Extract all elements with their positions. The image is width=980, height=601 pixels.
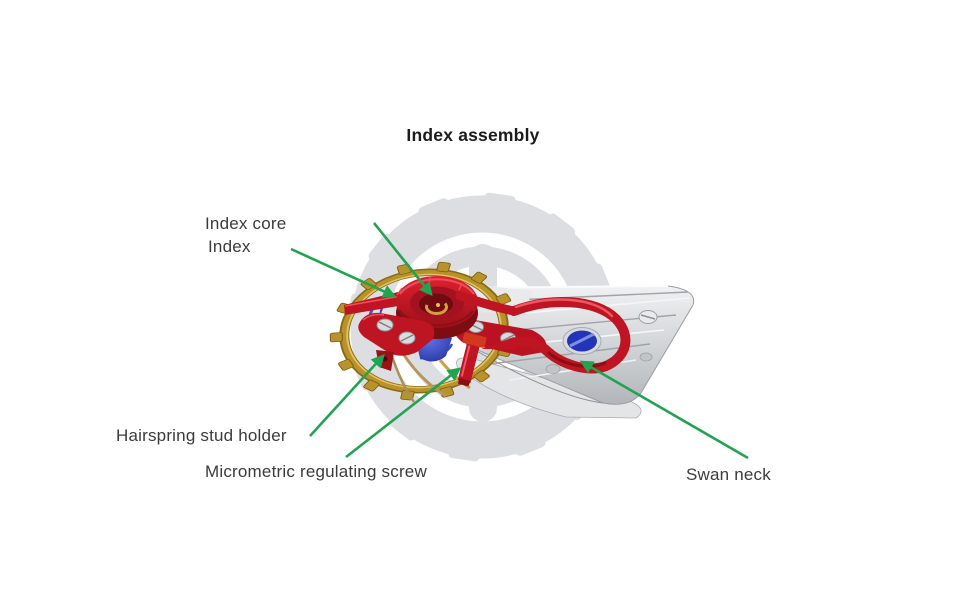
base-plate bbox=[456, 357, 642, 419]
micrometric-screw-arrow bbox=[345, 367, 462, 459]
label-micrometric-regulating-screw: Micrometric regulating screw bbox=[205, 462, 427, 481]
label-arrows bbox=[290, 222, 749, 460]
index-core-collar bbox=[396, 276, 478, 339]
label-index: Index bbox=[208, 237, 251, 256]
jewel-bearing bbox=[562, 327, 602, 355]
label-swan-neck: Swan neck bbox=[686, 465, 771, 484]
swan-neck-arrow bbox=[579, 360, 749, 460]
index-arrow bbox=[290, 247, 397, 298]
page-title: Index assembly bbox=[406, 125, 540, 145]
label-index-core: Index core bbox=[205, 214, 287, 233]
micrometric-screw bbox=[458, 332, 487, 387]
hairspring-stud-holder-arrow bbox=[309, 354, 385, 437]
label-hairspring-stud-holder: Hairspring stud holder bbox=[116, 426, 287, 445]
index-core-arrow bbox=[372, 222, 433, 297]
swan-neck-spring bbox=[455, 291, 631, 374]
